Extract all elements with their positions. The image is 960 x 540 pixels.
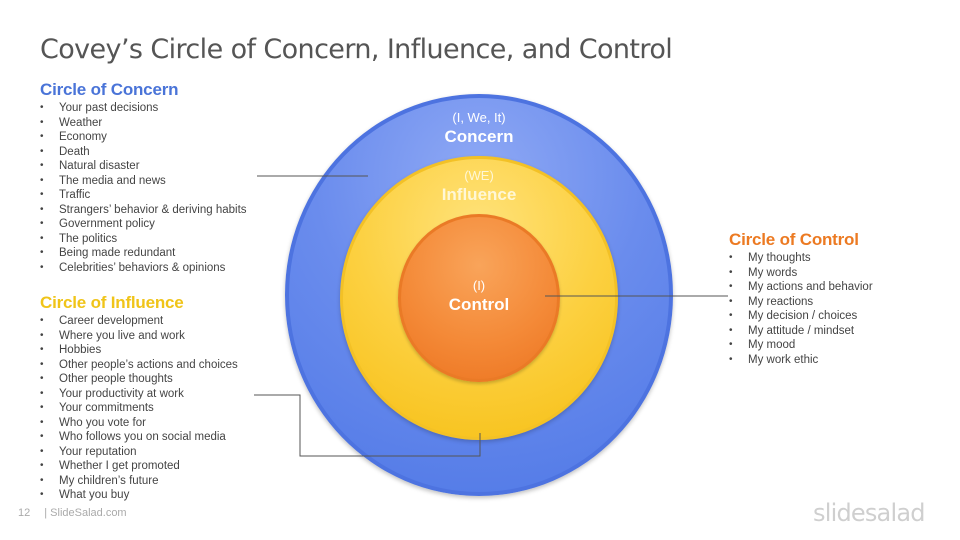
list-item: Who you vote for (40, 416, 238, 431)
circle-control (398, 214, 560, 382)
list-item: My mood (729, 338, 873, 353)
list-item: The politics (40, 232, 247, 247)
influence-connector (254, 394, 481, 457)
list-item: Celebrities’ behaviors & opinions (40, 261, 247, 276)
list-item: Your past decisions (40, 101, 247, 116)
circle-influence-main: Influence (441, 185, 517, 204)
page-number: 12 (18, 507, 31, 519)
list-item: Whether I get promoted (40, 459, 238, 474)
list-item: Weather (40, 116, 247, 131)
list-item: Natural disaster (40, 159, 247, 174)
page-title: Covey’s Circle of Concern, Influence, an… (40, 34, 673, 65)
circle-influence-label: (WE) Influence (379, 168, 579, 206)
influence-heading: Circle of Influence (40, 293, 184, 312)
list-item: Your commitments (40, 401, 238, 416)
list-item: Government policy (40, 217, 247, 232)
list-item: Career development (40, 314, 238, 329)
list-item: Other people thoughts (40, 372, 238, 387)
list-item: Other people’s actions and choices (40, 358, 238, 373)
concern-list: Your past decisionsWeatherEconomyDeathNa… (40, 101, 247, 275)
list-item: What you buy (40, 488, 238, 503)
influence-list: Career developmentWhere you live and wor… (40, 314, 238, 503)
list-item: My decision / choices (729, 309, 873, 324)
circle-influence-sub: (WE) (464, 168, 494, 183)
concern-section: Circle of Concern Your past decisionsWea… (40, 80, 247, 275)
list-item: Your reputation (40, 445, 238, 460)
concern-heading: Circle of Concern (40, 80, 179, 99)
list-item: The media and news (40, 174, 247, 189)
circle-control-label: (I) Control (379, 278, 579, 316)
list-item: My actions and behavior (729, 280, 873, 295)
footer-site: | SlideSalad.com (44, 507, 127, 519)
list-item: Death (40, 145, 247, 160)
list-item: Being made redundant (40, 246, 247, 261)
list-item: My words (729, 266, 873, 281)
circle-control-main: Control (448, 295, 510, 314)
list-item: Traffic (40, 188, 247, 203)
circle-concern-sub: (I, We, It) (452, 110, 506, 125)
list-item: Economy (40, 130, 247, 145)
control-section: Circle of Control My thoughtsMy wordsMy … (729, 230, 873, 367)
circle-concern-main: Concern (444, 127, 514, 146)
list-item: My children’s future (40, 474, 238, 489)
footer: 12 | SlideSalad.com (18, 507, 127, 519)
list-item: Your productivity at work (40, 387, 238, 402)
circle-control-sub: (I) (472, 278, 486, 293)
control-heading: Circle of Control (729, 230, 859, 249)
list-item: My reactions (729, 295, 873, 310)
list-item: My attitude / mindset (729, 324, 873, 339)
list-item: My work ethic (729, 353, 873, 368)
list-item: My thoughts (729, 251, 873, 266)
list-item: Where you live and work (40, 329, 238, 344)
influence-section: Circle of Influence Career developmentWh… (40, 293, 238, 503)
brand-logo: slidesalad (813, 499, 925, 527)
control-list: My thoughtsMy wordsMy actions and behavi… (729, 251, 873, 367)
list-item: Strangers’ behavior & deriving habits (40, 203, 247, 218)
list-item: Who follows you on social media (40, 430, 238, 445)
circle-concern-label: (I, We, It) Concern (379, 110, 579, 148)
list-item: Hobbies (40, 343, 238, 358)
